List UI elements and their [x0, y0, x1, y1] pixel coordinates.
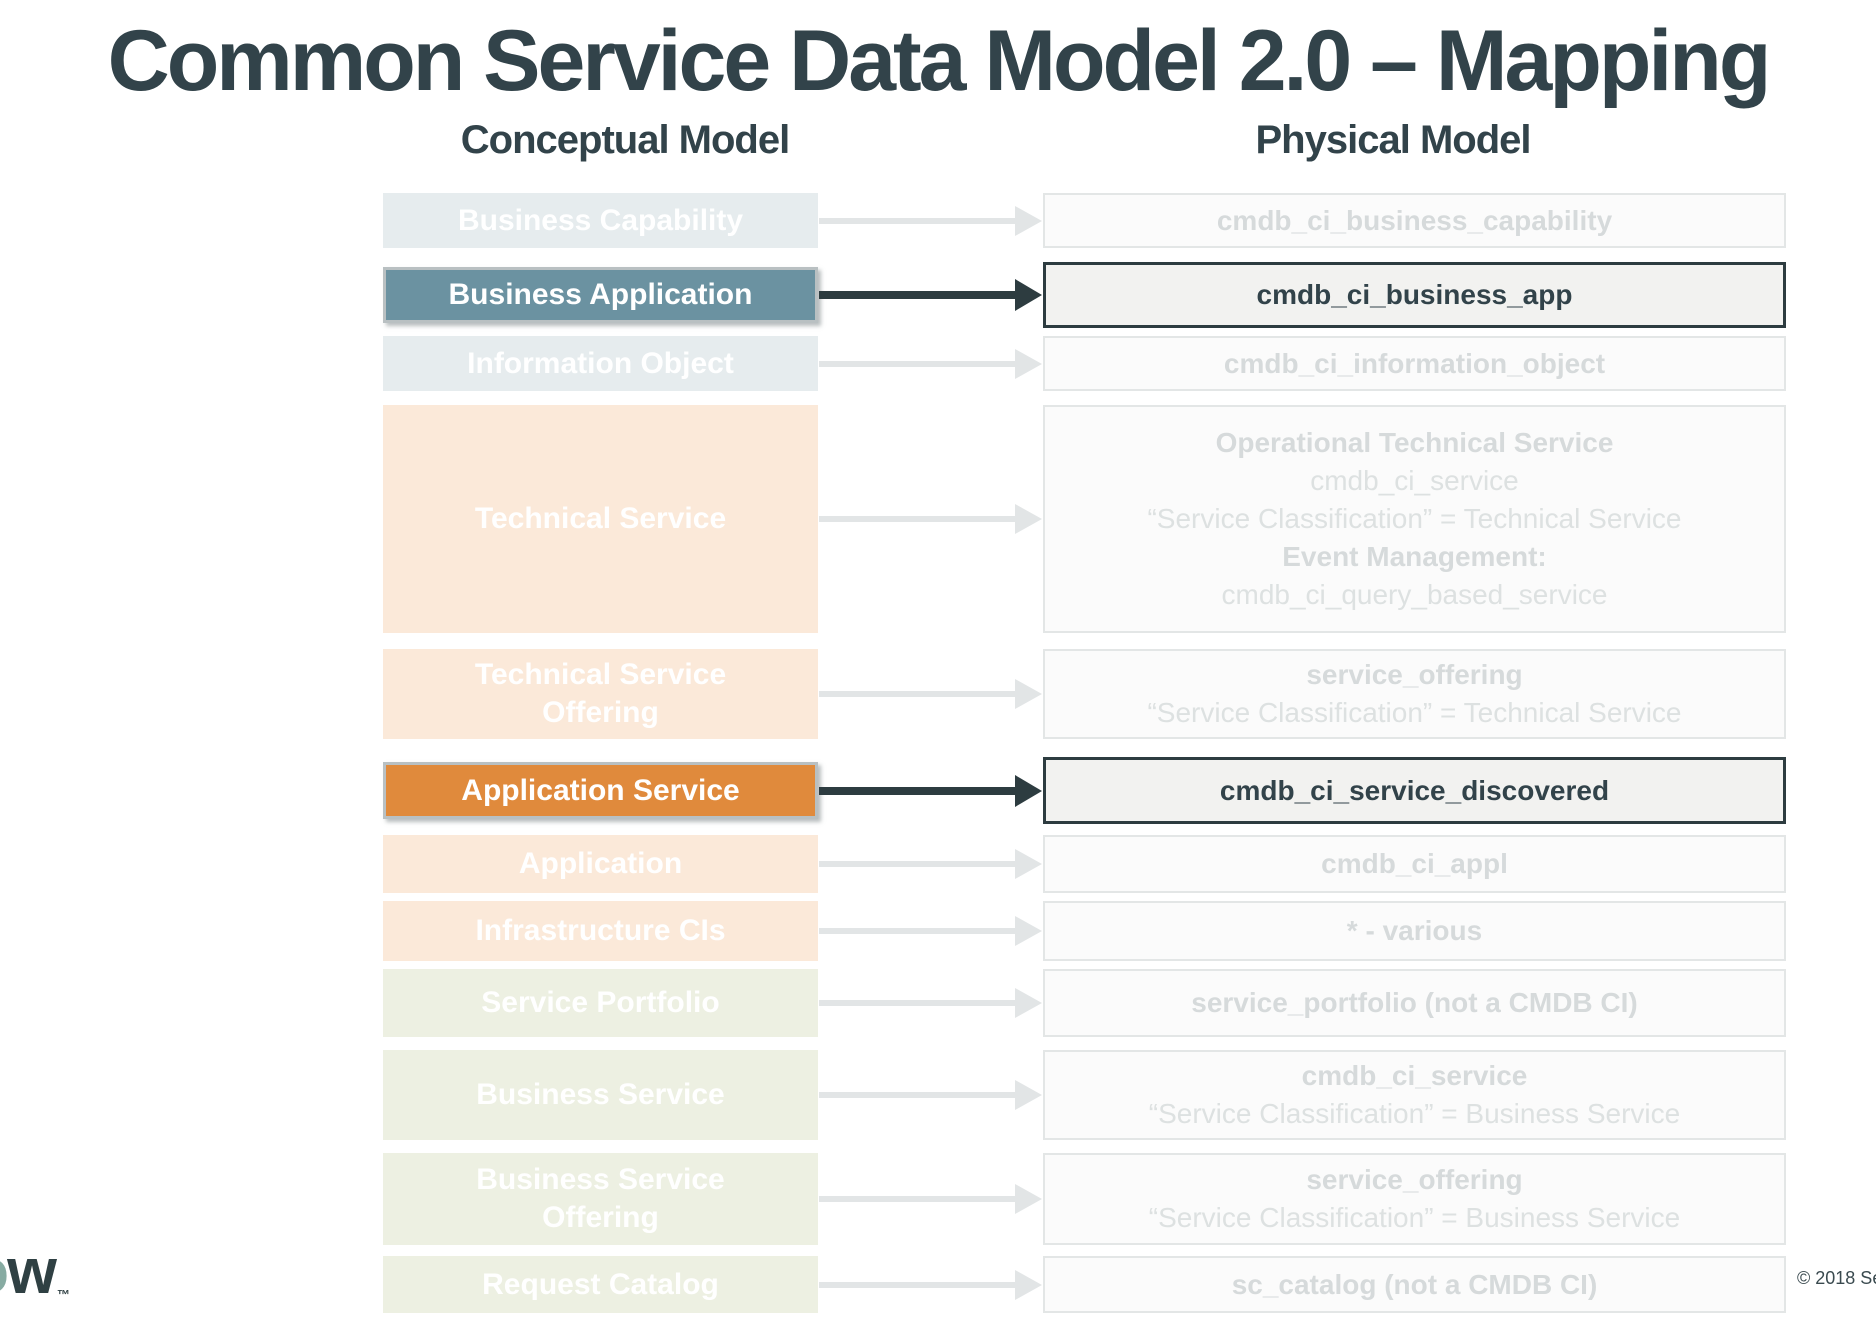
concept-label: Application Service [461, 773, 740, 807]
mapping-row: Technical Service Offering service_offer… [0, 649, 1876, 739]
physical-line: cmdb_ci_service [1310, 465, 1519, 496]
physical-line: service_portfolio (not a CMDB CI) [1191, 987, 1638, 1018]
concept-label: Business Service [476, 1078, 725, 1111]
mapping-arrow [819, 835, 1042, 893]
mapping-arrow [819, 193, 1042, 248]
column-header-physical: Physical Model [1255, 118, 1532, 162]
physical-line: Operational Technical Service [1215, 427, 1614, 458]
mapping-row: Information Object cmdb_ci_information_o… [0, 336, 1876, 391]
mapping-row: Service Portfolio service_portfolio (not… [0, 969, 1876, 1037]
physical-box-operational-technical-service: Operational Technical Service cmdb_ci_se… [1043, 405, 1786, 633]
concept-box-infrastructure-cis: Infrastructure CIs [383, 901, 818, 961]
physical-box-cmdb-ci-service-discovered: cmdb_ci_service_discovered [1043, 757, 1786, 824]
physical-box-service-offering-technical: service_offering “Service Classification… [1043, 649, 1786, 739]
physical-line: cmdb_ci_information_object [1223, 347, 1606, 379]
mapping-row: Application cmdb_ci_appl [0, 835, 1876, 893]
physical-box-service-portfolio: service_portfolio (not a CMDB CI) [1043, 969, 1786, 1037]
page-title: Common Service Data Model 2.0 – Mapping [107, 13, 1772, 109]
concept-box-business-capability: Business Capability [383, 193, 818, 248]
physical-line: cmdb_ci_query_based_service [1221, 579, 1608, 610]
physical-line: “Service Classification” = Business Serv… [1148, 1098, 1681, 1129]
concept-box-application-service: Application Service [383, 762, 818, 819]
servicenow-logo: ow™ [0, 1234, 70, 1308]
physical-box-cmdb-ci-information-object: cmdb_ci_information_object [1043, 336, 1786, 391]
concept-box-service-portfolio: Service Portfolio [383, 969, 818, 1037]
physical-box-cmdb-ci-business-app: cmdb_ci_business_app [1043, 262, 1786, 328]
concept-label: Request Catalog [482, 1267, 719, 1301]
mapping-arrow-active [819, 762, 1042, 819]
logo-letter-w: w [7, 1235, 57, 1307]
concept-box-business-application: Business Application [383, 267, 818, 323]
concept-label: Business Capability [457, 203, 744, 237]
physical-line: cmdb_ci_service [1301, 1060, 1528, 1091]
physical-line: “Service Classification” = Technical Ser… [1147, 697, 1682, 728]
physical-box-various: * - various [1043, 901, 1786, 961]
concept-label: Service Portfolio [481, 986, 720, 1019]
logo-letter-o: o [0, 1235, 9, 1307]
column-header-conceptual: Conceptual Model [460, 118, 790, 162]
concept-label: Technical Service [474, 502, 727, 535]
mapping-row: Application Service cmdb_ci_service_disc… [0, 757, 1876, 824]
concept-box-request-catalog: Request Catalog [383, 1256, 818, 1313]
physical-box-cmdb-ci-business-capability: cmdb_ci_business_capability [1043, 193, 1786, 248]
concept-box-business-service: Business Service [383, 1050, 818, 1140]
mapping-row: Business Application cmdb_ci_business_ap… [0, 262, 1876, 328]
physical-line: “Service Classification” = Technical Ser… [1147, 503, 1682, 534]
physical-line: service_offering [1306, 659, 1523, 690]
mapping-row: Business Capability cmdb_ci_business_cap… [0, 193, 1876, 248]
physical-line: cmdb_ci_business_app [1256, 279, 1573, 310]
concept-box-application: Application [383, 835, 818, 893]
mapping-row: Technical Service Operational Technical … [0, 405, 1876, 633]
physical-line: Event Management: [1282, 541, 1547, 572]
physical-box-sc-catalog: sc_catalog (not a CMDB CI) [1043, 1256, 1786, 1313]
physical-line: cmdb_ci_business_capability [1216, 204, 1613, 236]
concept-label: Technical Service Offering [474, 658, 727, 729]
mapping-arrow [819, 336, 1042, 391]
mapping-arrow [819, 969, 1042, 1037]
mapping-row: Business Service Offering service_offeri… [0, 1153, 1876, 1245]
concept-box-technical-service: Technical Service [383, 405, 818, 633]
concept-label: Application [518, 847, 683, 880]
mapping-row: Business Service cmdb_ci_service “Servic… [0, 1050, 1876, 1140]
concept-label: Infrastructure CIs [475, 914, 726, 947]
physical-line: “Service Classification” = Business Serv… [1148, 1202, 1681, 1233]
mapping-arrow [819, 405, 1042, 633]
physical-line: * - various [1346, 915, 1483, 946]
physical-line: cmdb_ci_appl [1321, 848, 1508, 879]
mapping-row: Infrastructure CIs * - various [0, 901, 1876, 961]
copyright-text: © 2018 Serv [1797, 1268, 1876, 1288]
concept-box-technical-service-offering: Technical Service Offering [383, 649, 818, 739]
physical-box-cmdb-ci-appl: cmdb_ci_appl [1043, 835, 1786, 893]
physical-box-cmdb-ci-service-business: cmdb_ci_service “Service Classification”… [1043, 1050, 1786, 1140]
physical-line: service_offering [1306, 1164, 1523, 1195]
concept-label: Business Service Offering [476, 1163, 725, 1234]
mapping-row: Request Catalog sc_catalog (not a CMDB C… [0, 1256, 1876, 1313]
mapping-arrow [819, 1256, 1042, 1313]
concept-label: Business Application [448, 278, 753, 311]
physical-line: cmdb_ci_service_discovered [1219, 774, 1610, 806]
mapping-arrow [819, 1050, 1042, 1140]
physical-box-service-offering-business: service_offering “Service Classification… [1043, 1153, 1786, 1245]
concept-box-information-object: Information Object [383, 336, 818, 391]
trademark-mark: ™ [56, 1287, 70, 1302]
concept-label: Information Object [467, 346, 734, 380]
mapping-arrow-active [819, 267, 1042, 323]
mapping-arrow [819, 901, 1042, 961]
physical-line: sc_catalog (not a CMDB CI) [1231, 1268, 1598, 1300]
mapping-arrow [819, 1153, 1042, 1245]
concept-box-business-service-offering: Business Service Offering [383, 1153, 818, 1245]
mapping-arrow [819, 649, 1042, 739]
